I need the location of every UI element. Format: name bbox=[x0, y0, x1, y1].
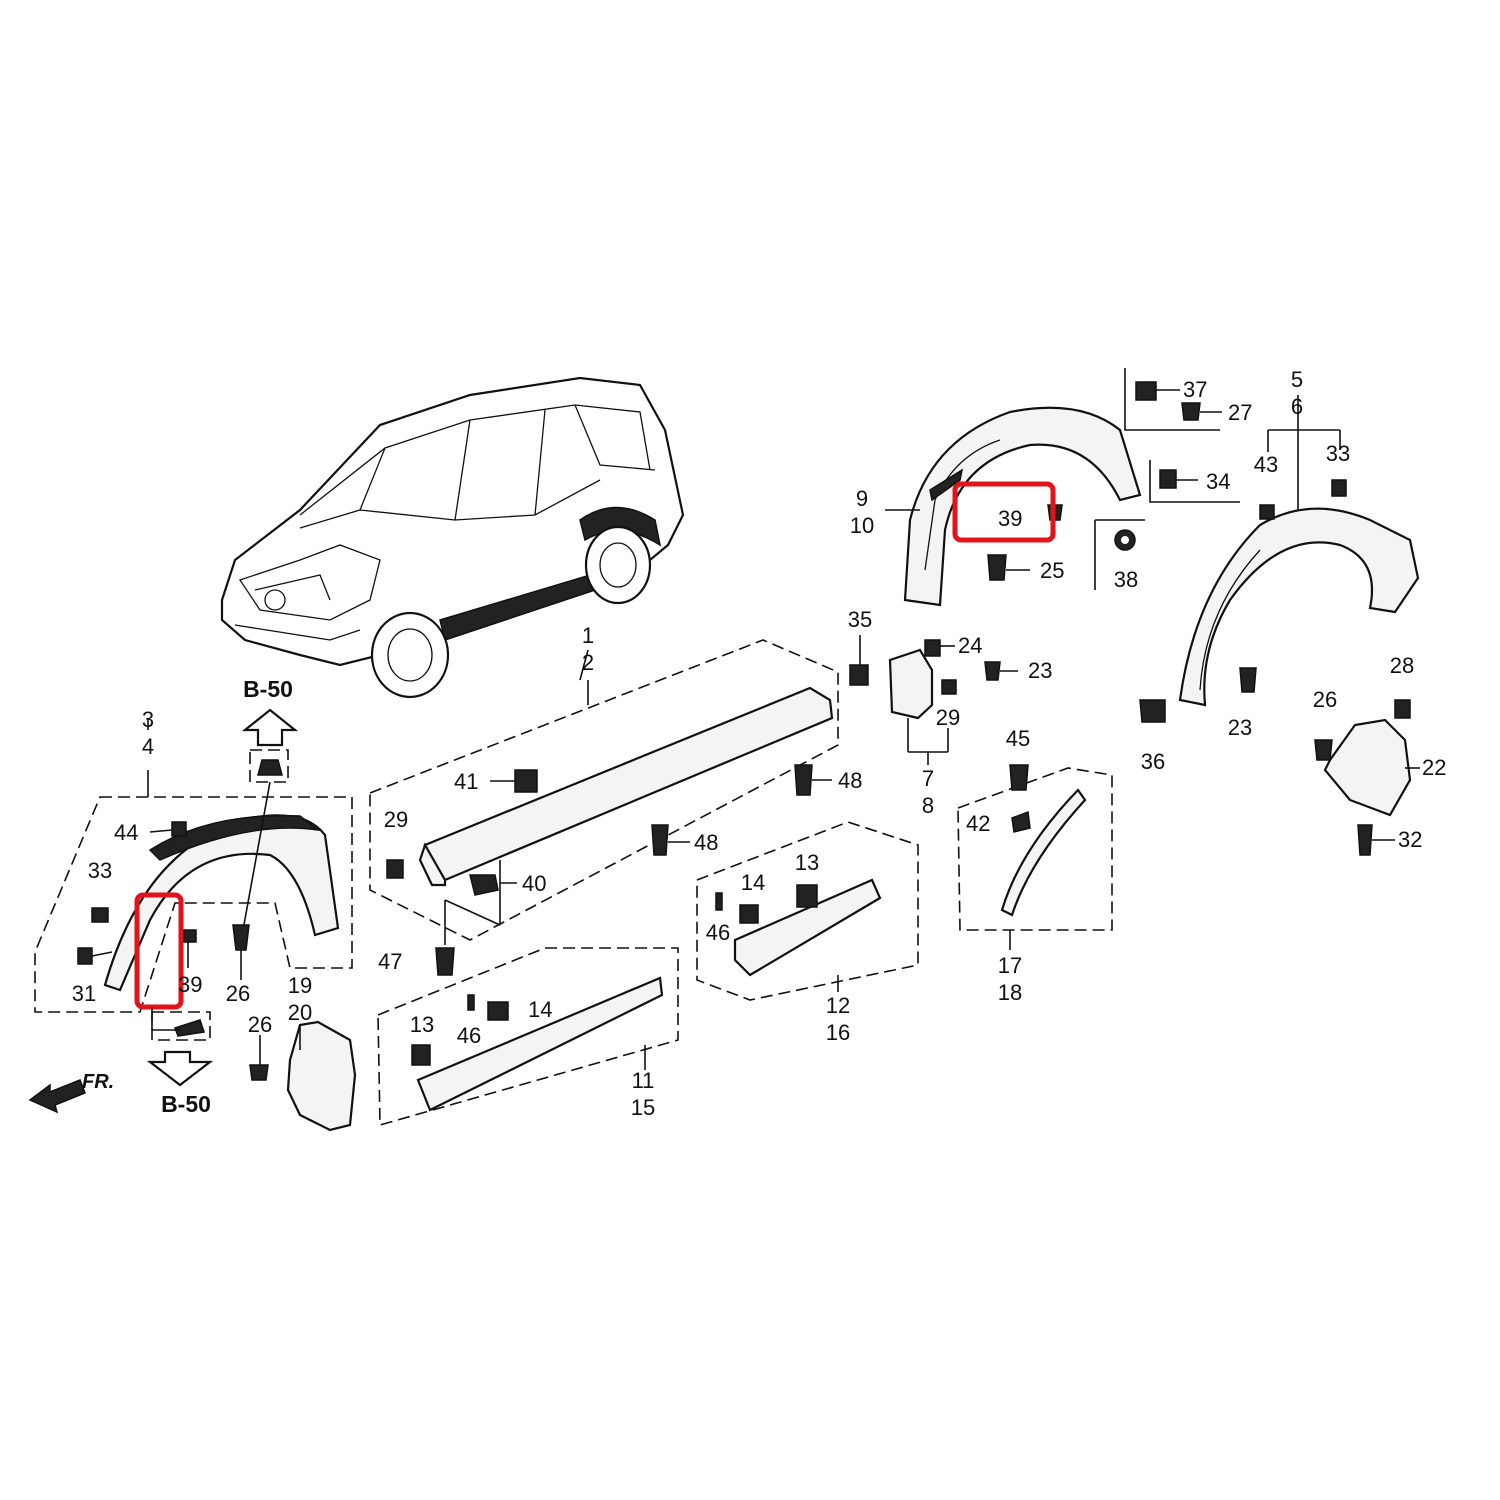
highlight-box-rear-39 bbox=[952, 481, 1056, 543]
label-32: 32 bbox=[1398, 827, 1422, 852]
label-16: 16 bbox=[826, 1020, 850, 1045]
arrow-down-icon bbox=[146, 1050, 214, 1087]
label-43: 43 bbox=[1254, 452, 1278, 477]
label-46-lower: 46 bbox=[457, 1023, 481, 1048]
ref-b50-top: B-50 bbox=[243, 676, 293, 702]
front-direction-label: FR. bbox=[82, 1071, 114, 1093]
label-13-upper: 13 bbox=[795, 850, 819, 875]
label-18: 18 bbox=[998, 980, 1022, 1005]
rear-wheel-liner-group bbox=[849, 368, 1240, 765]
label-35: 35 bbox=[848, 607, 872, 632]
label-47: 47 bbox=[378, 949, 402, 974]
label-12: 12 bbox=[826, 993, 850, 1018]
vehicle-illustration bbox=[220, 376, 685, 699]
label-29-bracket: 29 bbox=[936, 705, 960, 730]
highlight-box-front-39 bbox=[134, 892, 184, 1010]
label-8: 8 bbox=[922, 793, 934, 818]
label-17: 17 bbox=[998, 953, 1022, 978]
label-6: 6 bbox=[1291, 394, 1303, 419]
rear-door-molding-group bbox=[952, 481, 1113, 950]
label-45: 45 bbox=[1006, 726, 1030, 751]
label-22: 22 bbox=[1422, 755, 1446, 780]
label-5: 5 bbox=[1291, 367, 1303, 392]
label-33-rear: 33 bbox=[1326, 441, 1350, 466]
label-39-front: 39 bbox=[178, 972, 202, 997]
label-25: 25 bbox=[1040, 558, 1064, 583]
label-36: 36 bbox=[1141, 749, 1165, 774]
side-sill-group bbox=[369, 639, 919, 1127]
label-14-upper: 14 bbox=[741, 870, 765, 895]
front-fender-group bbox=[28, 708, 357, 1132]
label-14-lower: 14 bbox=[528, 997, 552, 1022]
label-2: 2 bbox=[582, 650, 594, 675]
rear-fender-group bbox=[1139, 395, 1420, 856]
label-37: 37 bbox=[1183, 377, 1207, 402]
front-direction-arrow-icon bbox=[28, 1079, 86, 1114]
label-1: 1 bbox=[582, 623, 594, 648]
label-24: 24 bbox=[958, 633, 982, 658]
label-26-rear: 26 bbox=[1313, 687, 1337, 712]
label-23-right: 23 bbox=[1228, 715, 1252, 740]
label-13-lower: 13 bbox=[410, 1012, 434, 1037]
label-4: 4 bbox=[142, 734, 154, 759]
label-15: 15 bbox=[631, 1095, 655, 1120]
reference-labels: B-50 B-50 FR. bbox=[82, 676, 293, 1117]
label-11: 11 bbox=[632, 1068, 655, 1093]
label-7: 7 bbox=[922, 766, 934, 791]
label-44: 44 bbox=[114, 820, 138, 845]
label-3: 3 bbox=[142, 707, 154, 732]
label-41: 41 bbox=[454, 769, 478, 794]
label-42: 42 bbox=[966, 811, 990, 836]
label-23-center: 23 bbox=[1028, 658, 1052, 683]
leader-lines bbox=[151, 942, 189, 1031]
label-27: 27 bbox=[1228, 400, 1252, 425]
label-31: 31 bbox=[72, 981, 96, 1006]
label-10: 10 bbox=[850, 513, 874, 538]
label-9: 9 bbox=[856, 486, 868, 511]
label-19: 19 bbox=[288, 973, 312, 998]
label-26-mud: 26 bbox=[248, 1012, 272, 1037]
label-39-rear: 39 bbox=[998, 506, 1022, 531]
label-48-lower: 48 bbox=[694, 830, 718, 855]
label-28: 28 bbox=[1390, 653, 1414, 678]
label-29-sill: 29 bbox=[384, 807, 408, 832]
part-number-labels: 1 2 3 4 5 6 7 8 9 10 11 15 12 16 17 18 1… bbox=[72, 367, 1447, 1120]
label-46-upper: 46 bbox=[706, 920, 730, 945]
label-34: 34 bbox=[1206, 469, 1230, 494]
label-33-front: 33 bbox=[88, 858, 112, 883]
label-26-front: 26 bbox=[226, 981, 250, 1006]
ref-b50-bottom: B-50 bbox=[161, 1091, 211, 1117]
label-20: 20 bbox=[288, 1000, 312, 1025]
label-40: 40 bbox=[522, 871, 546, 896]
label-48-upper: 48 bbox=[838, 768, 862, 793]
label-38: 38 bbox=[1114, 567, 1138, 592]
arrow-up-icon bbox=[241, 708, 299, 747]
